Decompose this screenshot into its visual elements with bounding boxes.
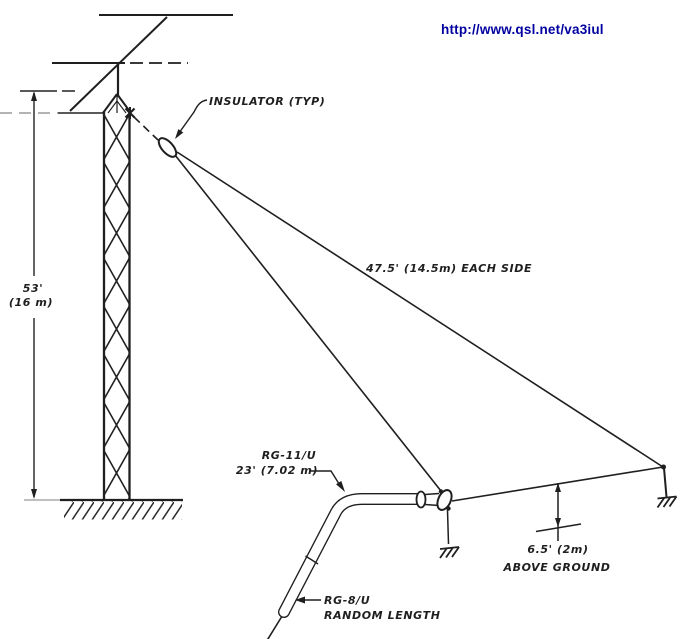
insulator-label: INSULATOR (TYP) — [209, 95, 325, 108]
matching-section-callout: RG-11/U 23' (7.02 m) — [236, 449, 345, 492]
coax-feedline — [266, 493, 426, 639]
matching-coax-length-label: 23' (7.02 m) — [236, 464, 318, 477]
guy-rope-dashed — [133, 116, 159, 141]
arrow-down-icon — [31, 489, 37, 499]
site-url: http://www.qsl.net/va3iul — [441, 22, 604, 37]
arrow-icon — [175, 129, 184, 139]
top-insulator — [157, 137, 178, 158]
coax-connector-band — [305, 555, 319, 565]
tower-height-m-label: (16 m) — [9, 296, 53, 309]
arrow-down-icon — [555, 518, 561, 527]
ground-stake-icon — [656, 495, 678, 509]
arrow-up-icon — [31, 91, 37, 101]
wire-attachment-point — [124, 107, 136, 119]
wire-sloping-leg — [174, 154, 442, 492]
feedpoint — [415, 489, 460, 559]
tower — [60, 93, 183, 520]
anchor-post — [663, 467, 668, 498]
wire-top-span — [176, 151, 664, 468]
coax-end-connector — [415, 490, 427, 509]
tower-height-dimension: 53' (16 m) — [9, 90, 75, 501]
tower-cap — [102, 93, 132, 114]
coax-tail — [266, 616, 283, 639]
feedpoint-insulator — [436, 489, 453, 511]
beam-antenna — [52, 14, 233, 112]
feedline-length-label: RANDOM LENGTH — [324, 609, 441, 622]
matching-coax-type-label: RG-11/U — [262, 449, 317, 462]
feedline-callout: RG-8/U RANDOM LENGTH — [295, 594, 441, 622]
feedpoint-support-line — [446, 509, 450, 545]
arrow-left-icon — [295, 596, 305, 604]
arrow-icon — [336, 481, 345, 492]
insulator-callout: INSULATOR (TYP) — [175, 95, 325, 139]
feed-height-note-label: ABOVE GROUND — [502, 561, 610, 574]
ground-stake-icon — [439, 546, 460, 559]
far-anchor — [656, 464, 678, 509]
feed-height-dimension: 6.5' (2m) ABOVE GROUND — [502, 483, 610, 574]
feed-height-label: 6.5' (2m) — [527, 543, 588, 556]
feedline-type-label: RG-8/U — [324, 594, 370, 607]
wire-length-label: 47.5' (14.5m) EACH SIDE — [365, 262, 532, 275]
arrow-up-icon — [555, 483, 561, 492]
tower-height-ft-label: 53' — [23, 282, 43, 295]
ground — [60, 498, 183, 520]
